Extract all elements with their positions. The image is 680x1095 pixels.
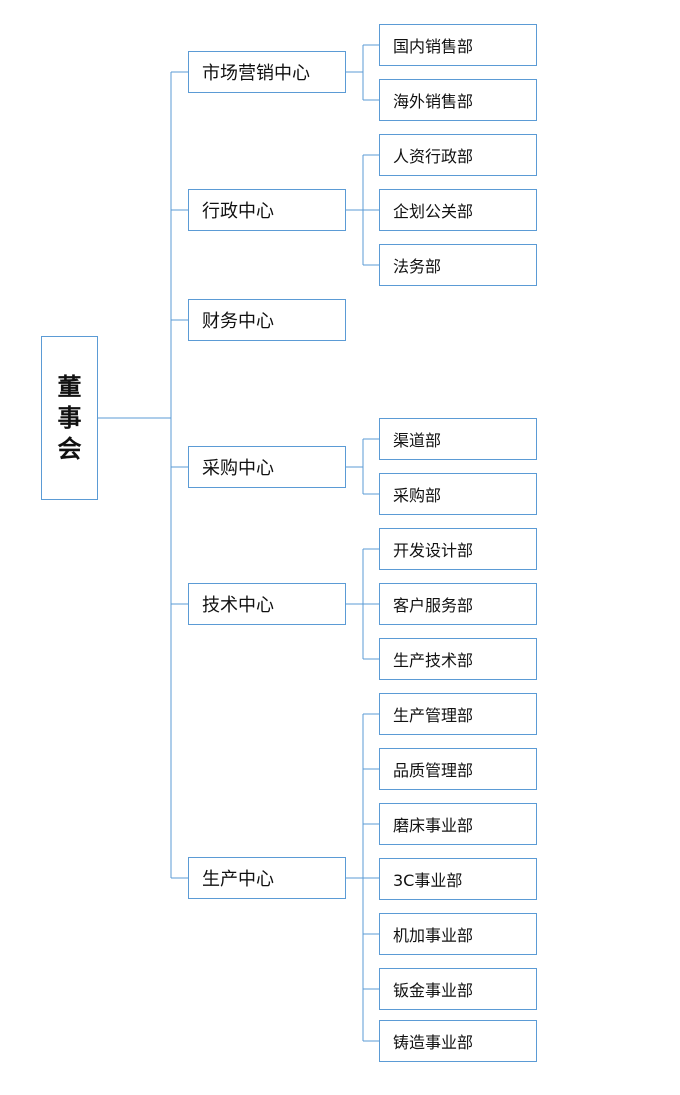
dept-box: 生产管理部 — [379, 693, 537, 735]
center-label: 采购中心 — [202, 458, 274, 479]
dept-box: 机加事业部 — [379, 913, 537, 955]
dept-label: 人资行政部 — [393, 147, 474, 166]
dept-label: 生产管理部 — [393, 706, 474, 725]
dept-label: 机加事业部 — [393, 926, 474, 945]
center-marketing: 市场营销中心 — [188, 51, 346, 93]
dept-box: 客户服务部 — [379, 583, 537, 625]
dept-box: 磨床事业部 — [379, 803, 537, 845]
dept-label: 开发设计部 — [393, 541, 474, 560]
center-label: 技术中心 — [202, 595, 274, 616]
dept-box: 铸造事业部 — [379, 1020, 537, 1062]
dept-label: 生产技术部 — [393, 651, 474, 670]
dept-box: 生产技术部 — [379, 638, 537, 680]
dept-box: 海外销售部 — [379, 79, 537, 121]
center-administration: 行政中心 — [188, 189, 346, 231]
dept-label: 钣金事业部 — [393, 981, 474, 1000]
center-label: 财务中心 — [202, 311, 274, 332]
dept-box: 人资行政部 — [379, 134, 537, 176]
dept-box: 国内销售部 — [379, 24, 537, 66]
dept-label: 品质管理部 — [393, 761, 474, 780]
root-label-char: 事 — [57, 403, 82, 432]
dept-box: 企划公关部 — [379, 189, 537, 231]
dept-label: 铸造事业部 — [393, 1033, 474, 1052]
dept-box: 法务部 — [379, 244, 537, 286]
root-label-char: 董 — [57, 372, 82, 401]
dept-label: 3C事业部 — [393, 871, 463, 890]
dept-box: 钣金事业部 — [379, 968, 537, 1010]
dept-label: 渠道部 — [393, 431, 442, 450]
dept-box: 开发设计部 — [379, 528, 537, 570]
dept-label: 采购部 — [393, 486, 442, 505]
center-finance: 财务中心 — [188, 299, 346, 341]
dept-label: 客户服务部 — [393, 596, 474, 615]
dept-label: 海外销售部 — [393, 92, 474, 111]
center-production: 生产中心 — [188, 857, 346, 899]
center-technology: 技术中心 — [188, 583, 346, 625]
dept-box: 品质管理部 — [379, 748, 537, 790]
center-purchasing: 采购中心 — [188, 446, 346, 488]
dept-label: 法务部 — [393, 257, 442, 276]
root-label-char: 会 — [57, 434, 82, 463]
dept-label: 国内销售部 — [393, 37, 474, 56]
dept-box: 渠道部 — [379, 418, 537, 460]
dept-label: 磨床事业部 — [393, 816, 474, 835]
board-of-directors-box: 董 事 会 — [41, 336, 98, 500]
center-label: 行政中心 — [202, 201, 274, 222]
dept-label: 企划公关部 — [393, 202, 474, 221]
center-label: 市场营销中心 — [202, 63, 310, 84]
dept-box: 采购部 — [379, 473, 537, 515]
dept-box: 3C事业部 — [379, 858, 537, 900]
center-label: 生产中心 — [202, 869, 274, 890]
